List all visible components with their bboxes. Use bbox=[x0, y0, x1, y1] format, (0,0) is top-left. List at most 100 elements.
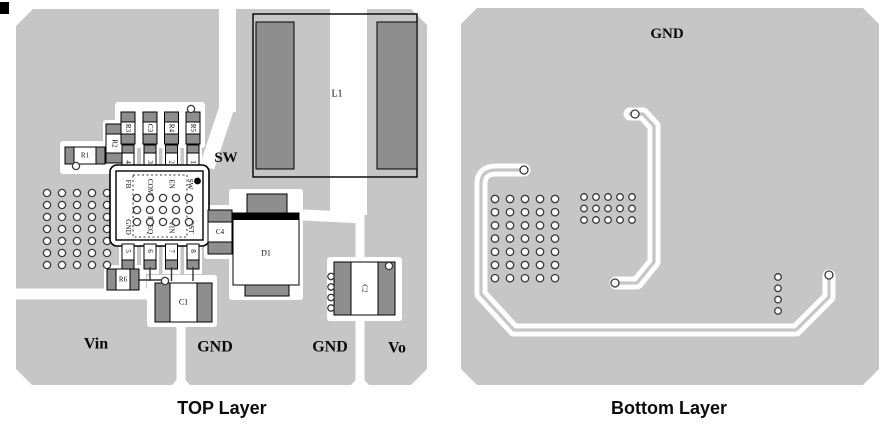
thermal-via-grid-center bbox=[580, 193, 636, 224]
via bbox=[580, 204, 588, 213]
component-r1: R1 bbox=[64, 146, 106, 171]
via bbox=[57, 188, 67, 198]
component-c1: C1 bbox=[154, 276, 213, 323]
r4-cap bbox=[164, 111, 179, 123]
via bbox=[520, 247, 530, 257]
via bbox=[604, 193, 612, 201]
via bbox=[505, 234, 515, 243]
c3-refdes: C3 bbox=[146, 124, 154, 133]
c4-cap bbox=[207, 241, 233, 255]
pin2-tip bbox=[165, 144, 178, 154]
via bbox=[592, 193, 600, 201]
r4-refdes: R4 bbox=[168, 124, 176, 133]
via bbox=[628, 204, 636, 213]
c2-pad bbox=[333, 261, 352, 316]
ic-top-pins: 4 3 2 1 bbox=[121, 144, 200, 172]
via bbox=[505, 247, 515, 257]
via bbox=[535, 207, 545, 217]
via bbox=[628, 193, 636, 201]
ic-courtyard bbox=[109, 164, 210, 247]
via bbox=[550, 234, 560, 243]
via bbox=[490, 234, 500, 243]
pin2-name: EN bbox=[168, 179, 176, 189]
via bbox=[184, 217, 194, 227]
pin2-number: 2 bbox=[168, 160, 176, 164]
ic-body bbox=[115, 170, 204, 241]
component-r3: R3 bbox=[120, 111, 136, 145]
ic-bottom-pins: 5 6 7 8 bbox=[121, 243, 200, 270]
r3-cap bbox=[120, 111, 136, 123]
pin8-name: BST bbox=[187, 220, 195, 234]
channel-sw-gnd bbox=[302, 209, 365, 224]
via bbox=[102, 260, 112, 270]
via bbox=[184, 193, 194, 203]
via bbox=[774, 306, 782, 315]
via bbox=[87, 212, 97, 222]
via bbox=[72, 236, 82, 246]
via bbox=[520, 260, 530, 270]
trace-track bbox=[614, 112, 656, 285]
via bbox=[616, 216, 624, 224]
via bbox=[158, 217, 168, 227]
c3-cap bbox=[142, 133, 158, 145]
trace-stubs bbox=[139, 267, 194, 281]
component-r4: R4 bbox=[164, 111, 179, 145]
via bbox=[87, 200, 97, 210]
pin7-number: 7 bbox=[168, 249, 176, 253]
via bbox=[42, 200, 52, 210]
via bbox=[87, 248, 97, 258]
via bbox=[604, 204, 612, 213]
pin4-number: 4 bbox=[124, 160, 132, 164]
via bbox=[57, 200, 67, 210]
via bbox=[145, 205, 155, 215]
via bbox=[604, 216, 612, 224]
via bbox=[520, 221, 530, 230]
via bbox=[550, 221, 560, 230]
component-c2: C2 bbox=[327, 261, 396, 316]
via bbox=[505, 260, 515, 270]
ic-u1: 4 3 2 1 FB COMP EN SW GND FREQ VIN bbox=[109, 144, 210, 270]
via bbox=[72, 260, 82, 270]
via bbox=[580, 193, 588, 201]
via bbox=[87, 236, 97, 246]
net-label-vo: Vo bbox=[388, 340, 406, 357]
via bbox=[630, 109, 640, 119]
r6-cap bbox=[106, 268, 117, 291]
d1-cathode-band bbox=[233, 213, 299, 220]
bottom-traces bbox=[474, 107, 836, 337]
r1-cap bbox=[95, 146, 106, 165]
via bbox=[490, 194, 500, 204]
d1-tab-top bbox=[246, 193, 288, 215]
gnd-via-grid-left bbox=[490, 194, 560, 283]
r2-refdes: R2 bbox=[111, 139, 119, 148]
via bbox=[57, 224, 67, 234]
chamfer-notch bbox=[172, 375, 190, 385]
c2-pad bbox=[377, 261, 396, 316]
ic-thermal-vias bbox=[132, 193, 194, 227]
via bbox=[535, 273, 545, 283]
via bbox=[490, 207, 500, 217]
channel-l1-middle bbox=[330, 9, 367, 215]
ic-exposed-pad-outline bbox=[132, 174, 188, 238]
r3-refdes: R3 bbox=[124, 124, 132, 133]
c2-refdes: C2 bbox=[361, 284, 369, 293]
via bbox=[490, 273, 500, 283]
via bbox=[490, 247, 500, 257]
r6-refdes: R6 bbox=[119, 276, 128, 284]
via bbox=[616, 193, 624, 201]
via bbox=[171, 217, 181, 227]
c3-cap bbox=[142, 111, 158, 123]
via bbox=[490, 221, 500, 230]
c1-pad bbox=[154, 282, 171, 323]
via bbox=[535, 234, 545, 243]
via bbox=[42, 224, 52, 234]
d1-refdes: D1 bbox=[261, 249, 271, 258]
via bbox=[171, 193, 181, 203]
page-edge-mark bbox=[0, 2, 9, 14]
pin5-number: 5 bbox=[124, 249, 132, 253]
pin7-name: VIN bbox=[168, 221, 176, 235]
bottom-copper-pour bbox=[461, 8, 879, 385]
via bbox=[87, 188, 97, 198]
via bbox=[72, 212, 82, 222]
